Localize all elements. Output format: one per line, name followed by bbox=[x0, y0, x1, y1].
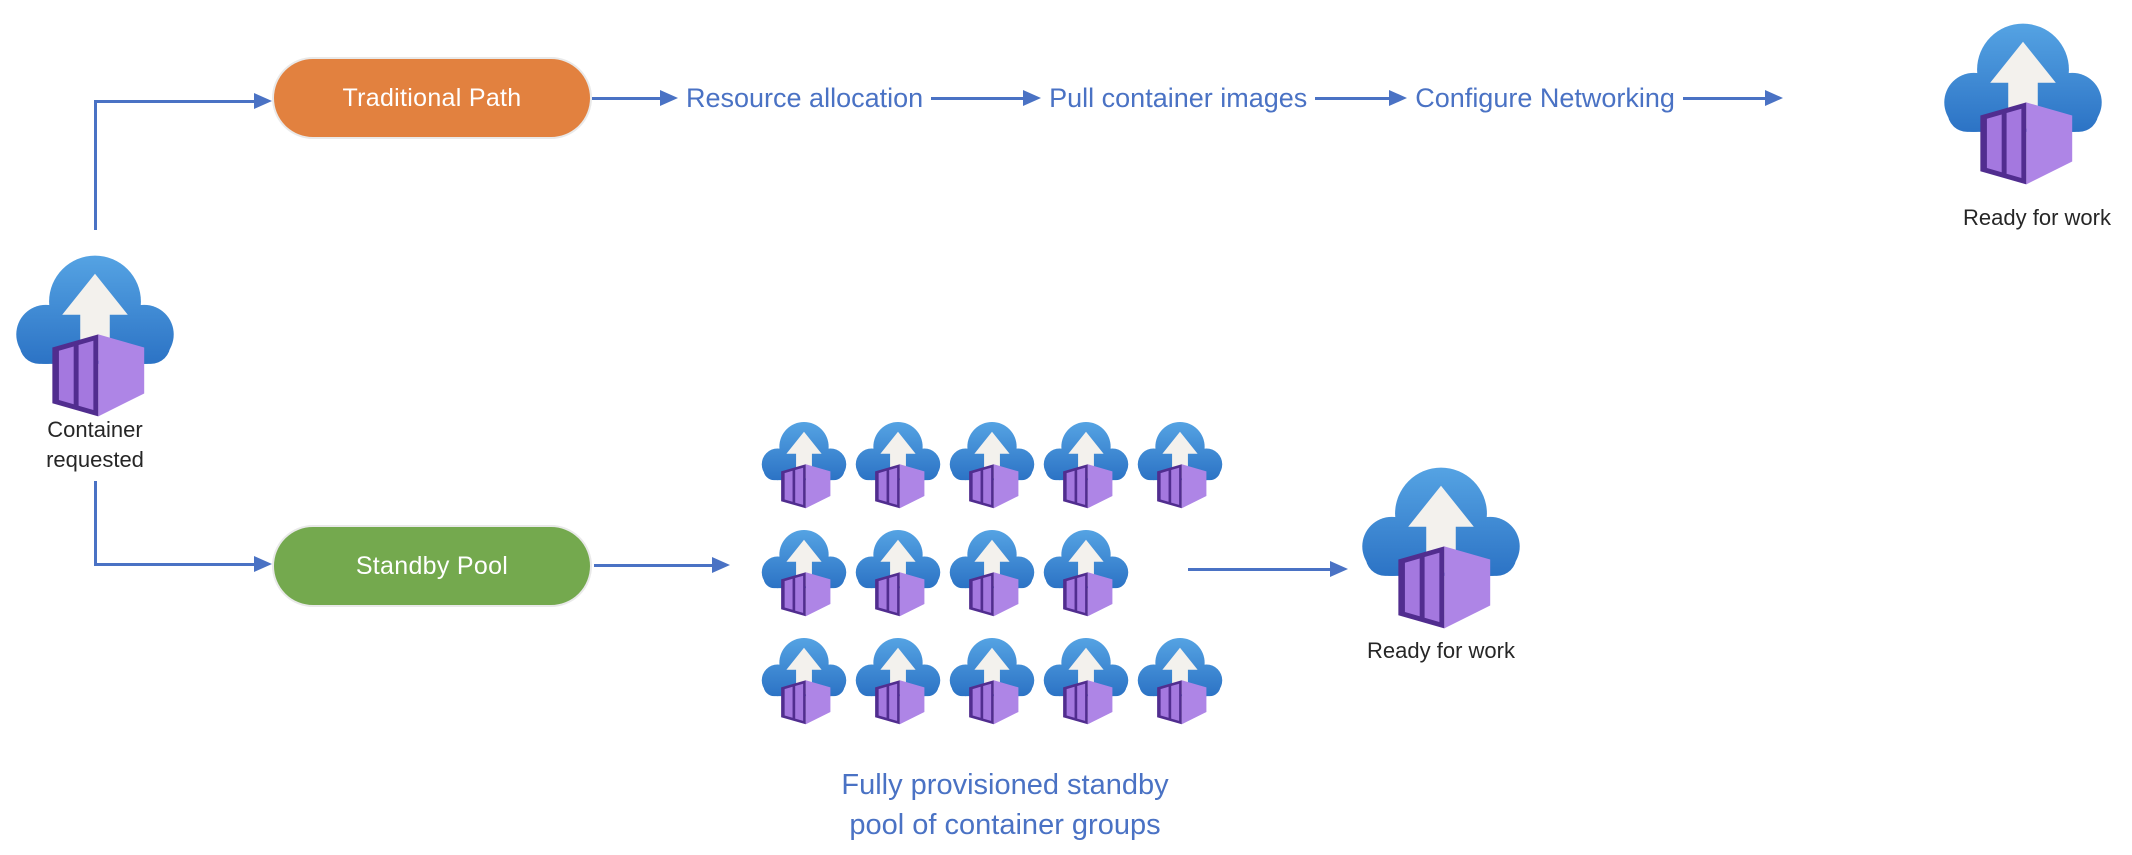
container-instance-icon bbox=[948, 420, 1036, 513]
container-box-icon bbox=[1398, 546, 1491, 629]
container-instance-icon-svg bbox=[855, 422, 941, 509]
container-instance-icon-svg bbox=[949, 638, 1035, 725]
standby-ready-label: Ready for work bbox=[1367, 638, 1515, 663]
container-instance-icon bbox=[760, 528, 848, 621]
upload-arrow-icon bbox=[974, 647, 1010, 695]
container-box-icon bbox=[1157, 680, 1207, 725]
upload-arrow-icon bbox=[1990, 41, 2056, 129]
upload-arrow-icon bbox=[1408, 485, 1474, 573]
container-box-icon bbox=[781, 572, 831, 617]
container-instance-icon-svg bbox=[949, 422, 1035, 509]
traditional-ready-label: Ready for work bbox=[1963, 205, 2111, 230]
container-box-icon bbox=[781, 464, 831, 509]
container-instance-icon bbox=[1042, 420, 1130, 513]
step-pull-container-images: Pull container images bbox=[1049, 82, 1308, 113]
container-box-icon bbox=[781, 680, 831, 725]
upload-arrow-icon bbox=[974, 431, 1010, 479]
container-instance-icon-svg bbox=[16, 255, 174, 417]
container-box-icon bbox=[1157, 464, 1207, 509]
container-box-icon bbox=[1063, 572, 1113, 617]
container-instance-icon-svg bbox=[1137, 638, 1223, 725]
container-box-icon bbox=[1063, 464, 1113, 509]
traditional-ready-icon bbox=[1941, 20, 2105, 193]
upload-arrow-icon bbox=[62, 273, 128, 361]
upload-arrow-icon bbox=[786, 539, 822, 587]
container-instance-icon bbox=[1042, 528, 1130, 621]
container-box-icon bbox=[875, 572, 925, 617]
container-instance-icon-svg bbox=[761, 638, 847, 725]
flow-arrow bbox=[1682, 90, 1783, 106]
standby-ready-icon bbox=[1359, 464, 1523, 637]
upload-arrow-icon bbox=[1162, 647, 1198, 695]
connector-down-horizontal bbox=[94, 563, 254, 566]
container-box-icon bbox=[1980, 102, 2073, 185]
standby-pill: Standby Pool bbox=[272, 525, 592, 607]
container-box-icon bbox=[969, 680, 1019, 725]
container-box-icon bbox=[1063, 680, 1113, 725]
flow-arrow bbox=[592, 90, 678, 106]
container-box-icon bbox=[875, 464, 925, 509]
container-requested-icon bbox=[13, 252, 177, 425]
container-box-icon bbox=[969, 464, 1019, 509]
container-instance-icon bbox=[760, 636, 848, 729]
connector-up-horizontal bbox=[94, 100, 254, 103]
container-instance-icon-svg bbox=[761, 422, 847, 509]
upload-arrow-icon bbox=[974, 539, 1010, 587]
upload-arrow-icon bbox=[880, 431, 916, 479]
container-instance-icon bbox=[854, 420, 942, 513]
upload-arrow-icon bbox=[1162, 431, 1198, 479]
connector-down-vertical bbox=[94, 481, 97, 566]
container-instance-icon bbox=[854, 636, 942, 729]
upload-arrow-icon bbox=[786, 647, 822, 695]
container-instance-icon bbox=[760, 420, 848, 513]
container-box-icon bbox=[875, 680, 925, 725]
connector-up-arrowhead-icon bbox=[254, 93, 272, 109]
standby-pill-label: Standby Pool bbox=[355, 551, 509, 580]
container-instance-icon bbox=[948, 528, 1036, 621]
container-instance-icon-svg bbox=[855, 530, 941, 617]
container-instance-icon bbox=[1136, 420, 1224, 513]
container-instance-icon-svg bbox=[1362, 467, 1520, 629]
container-instance-icon-svg bbox=[1043, 422, 1129, 509]
upload-arrow-icon bbox=[1068, 647, 1104, 695]
container-instance-icon-svg bbox=[1944, 23, 2102, 185]
container-box-icon bbox=[969, 572, 1019, 617]
container-instance-icon bbox=[1042, 636, 1130, 729]
upload-arrow-icon bbox=[880, 647, 916, 695]
container-instance-icon-svg bbox=[1043, 530, 1129, 617]
connector-down-arrowhead-icon bbox=[254, 556, 272, 572]
traditional-path-flow: Traditional Path Resource allocation Pul… bbox=[272, 57, 1783, 139]
pool-row bbox=[760, 636, 1224, 729]
container-requested-label: Container requested bbox=[46, 417, 144, 472]
standby-pool-grid bbox=[760, 420, 1224, 744]
traditional-pill-label: Traditional Path bbox=[342, 83, 522, 112]
container-instance-icon-svg bbox=[949, 530, 1035, 617]
pool-arrow-line bbox=[1188, 568, 1330, 571]
container-instance-icon-svg bbox=[855, 638, 941, 725]
container-instance-icon bbox=[948, 636, 1036, 729]
standby-pool-caption: Fully provisioned standby pool of contai… bbox=[841, 769, 1169, 841]
upload-arrow-icon bbox=[1068, 539, 1104, 587]
pool-arrowhead-icon bbox=[1330, 561, 1348, 577]
standby-arrowhead-icon bbox=[712, 557, 730, 573]
container-instance-icon bbox=[1136, 636, 1224, 729]
upload-arrow-icon bbox=[880, 539, 916, 587]
connector-up-vertical bbox=[94, 100, 97, 230]
flow-arrow bbox=[931, 90, 1042, 106]
upload-arrow-icon bbox=[786, 431, 822, 479]
container-instance-icon-svg bbox=[761, 530, 847, 617]
container-instance-icon-svg bbox=[1137, 422, 1223, 509]
container-instance-icon bbox=[854, 528, 942, 621]
upload-arrow-icon bbox=[1068, 431, 1104, 479]
pool-row bbox=[760, 420, 1224, 513]
step-resource-allocation: Resource allocation bbox=[686, 82, 924, 113]
standby-arrow-line bbox=[594, 564, 712, 567]
flow-arrow bbox=[1315, 90, 1408, 106]
traditional-pill: Traditional Path bbox=[272, 57, 592, 139]
step-configure-networking: Configure Networking bbox=[1415, 82, 1675, 113]
pool-row bbox=[760, 528, 1224, 621]
container-instance-icon-svg bbox=[1043, 638, 1129, 725]
container-box-icon bbox=[52, 334, 145, 417]
